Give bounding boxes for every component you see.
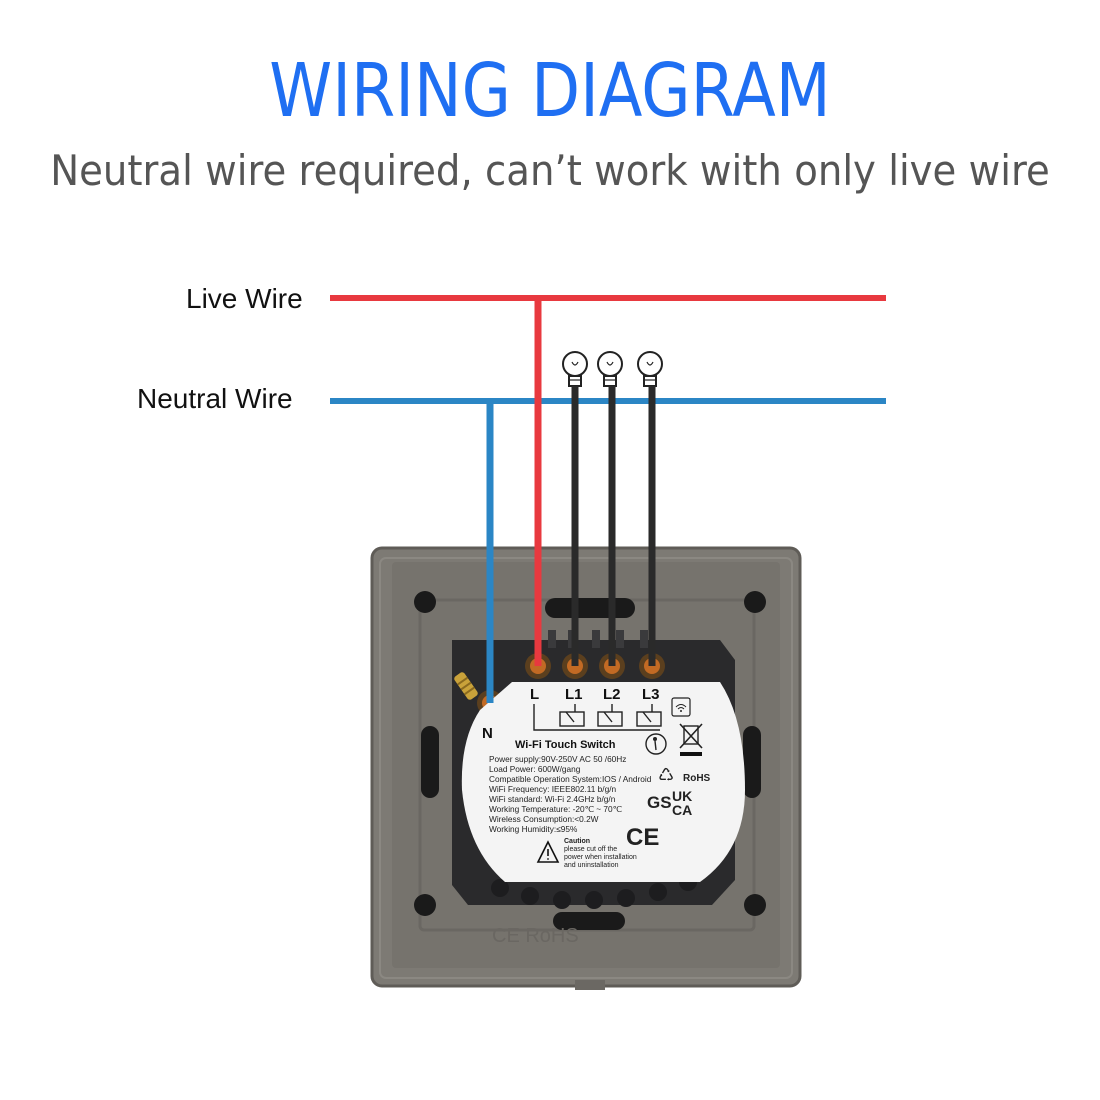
weee-bin-icon xyxy=(679,723,703,756)
plate-emboss-text: CE RoHS xyxy=(492,925,579,947)
spec-line: Wireless Consumption:<0.2W xyxy=(489,814,599,824)
ukca-mark-bottom: CA xyxy=(672,802,692,818)
caution-line: power when installation xyxy=(564,854,637,861)
switch-schematic xyxy=(533,704,662,731)
light-bulb-icon xyxy=(562,351,588,387)
svg-text:♺: ♺ xyxy=(658,765,674,786)
switch-module xyxy=(452,630,745,909)
terminal-l2-label: L2 xyxy=(603,686,621,703)
screw-hole-top-right xyxy=(744,591,766,613)
terminal-l-label: L xyxy=(530,686,539,703)
neutral-wire-label: Neutral Wire xyxy=(137,383,293,414)
caution-warning-icon xyxy=(536,840,560,863)
spec-line: Working Temperature: -20℃ ~ 70℃ xyxy=(489,804,622,814)
screw-hole-top-left xyxy=(414,591,436,613)
light-bulb-icon xyxy=(637,351,663,387)
spec-line: WiFi Frequency: IEEE802.11 b/g/n xyxy=(489,784,617,794)
page-title: WIRING DIAGRAM xyxy=(269,48,831,134)
wifi-icon xyxy=(671,697,691,717)
recycle-icon: ♺ xyxy=(658,765,674,786)
module-specs: Power supply:90V-250V AC 50 /60Hz Load P… xyxy=(489,754,652,834)
spec-line: Working Humidity:≤95% xyxy=(489,824,578,834)
caution-line: and uninstallation xyxy=(564,862,619,869)
live-wire-label: Live Wire xyxy=(186,283,303,314)
caution-line: please cut off the xyxy=(564,846,617,853)
spec-line: Power supply:90V-250V AC 50 /60Hz xyxy=(489,754,626,764)
spec-line: Compatible Operation System:IOS / Androi… xyxy=(489,774,652,784)
caution-title: Caution xyxy=(564,838,590,845)
terminal-n-label: N xyxy=(482,725,493,742)
module-name: Wi-Fi Touch Switch xyxy=(515,739,616,751)
ukca-mark-top: UK xyxy=(672,788,692,804)
rohs-mark: RoHS xyxy=(683,773,711,784)
screw-hole-bottom-right xyxy=(744,894,766,916)
gs-mark: GS xyxy=(647,793,672,812)
tidy-man-icon xyxy=(645,733,667,755)
spec-line: WiFi standard: Wi-Fi 2.4GHz b/g/n xyxy=(489,794,616,804)
terminal-l3-label: L3 xyxy=(642,686,660,703)
ce-mark: CE xyxy=(626,824,659,851)
light-bulb-icon xyxy=(597,351,623,387)
screw-hole-bottom-left xyxy=(414,894,436,916)
page-subtitle: Neutral wire required, can’t work with o… xyxy=(50,146,1050,195)
terminal-l1-label: L1 xyxy=(565,686,583,703)
spec-line: Load Power: 600W/gang xyxy=(489,764,581,774)
